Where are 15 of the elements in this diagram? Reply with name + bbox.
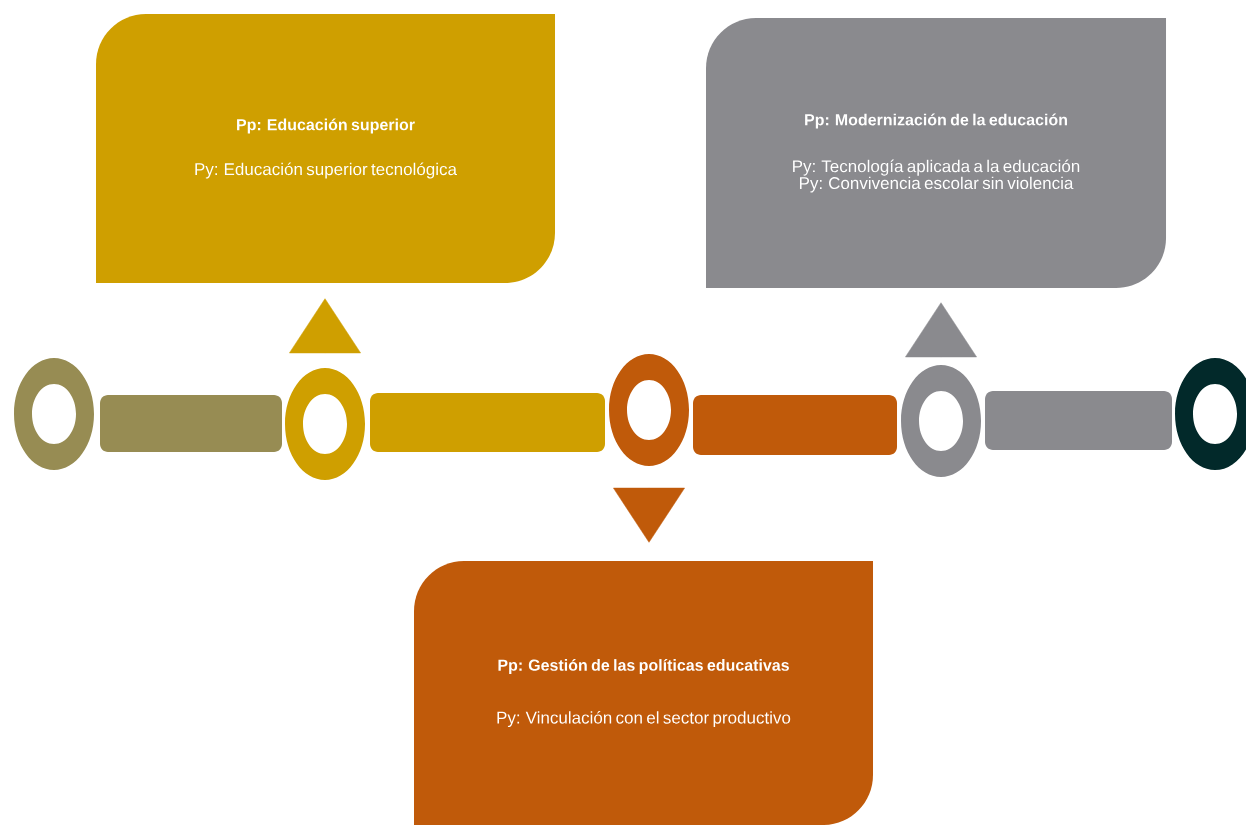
text-box: Pp: Modernización de la educación Py: Tecnología aplicada a la educación Py: Convivencia escolar sin violencia: [706, 18, 1166, 288]
ring: [1175, 358, 1246, 470]
text-box: Pp: Educación superior Py: Educación superior tecnológica: [96, 14, 555, 283]
band: [693, 395, 897, 455]
triangle-arrow: [905, 302, 977, 358]
triangle-arrow: [289, 298, 361, 354]
band: [370, 393, 605, 452]
ring: [14, 358, 94, 470]
text-box: Pp: Gestión de las políticas educativas Py: Vinculación con el sector productivo: [414, 561, 873, 825]
ring: [901, 365, 981, 477]
triangle-arrow: [613, 487, 685, 543]
band: [985, 391, 1172, 450]
band: [100, 395, 282, 452]
ring: [285, 368, 365, 480]
ring: [609, 354, 689, 466]
